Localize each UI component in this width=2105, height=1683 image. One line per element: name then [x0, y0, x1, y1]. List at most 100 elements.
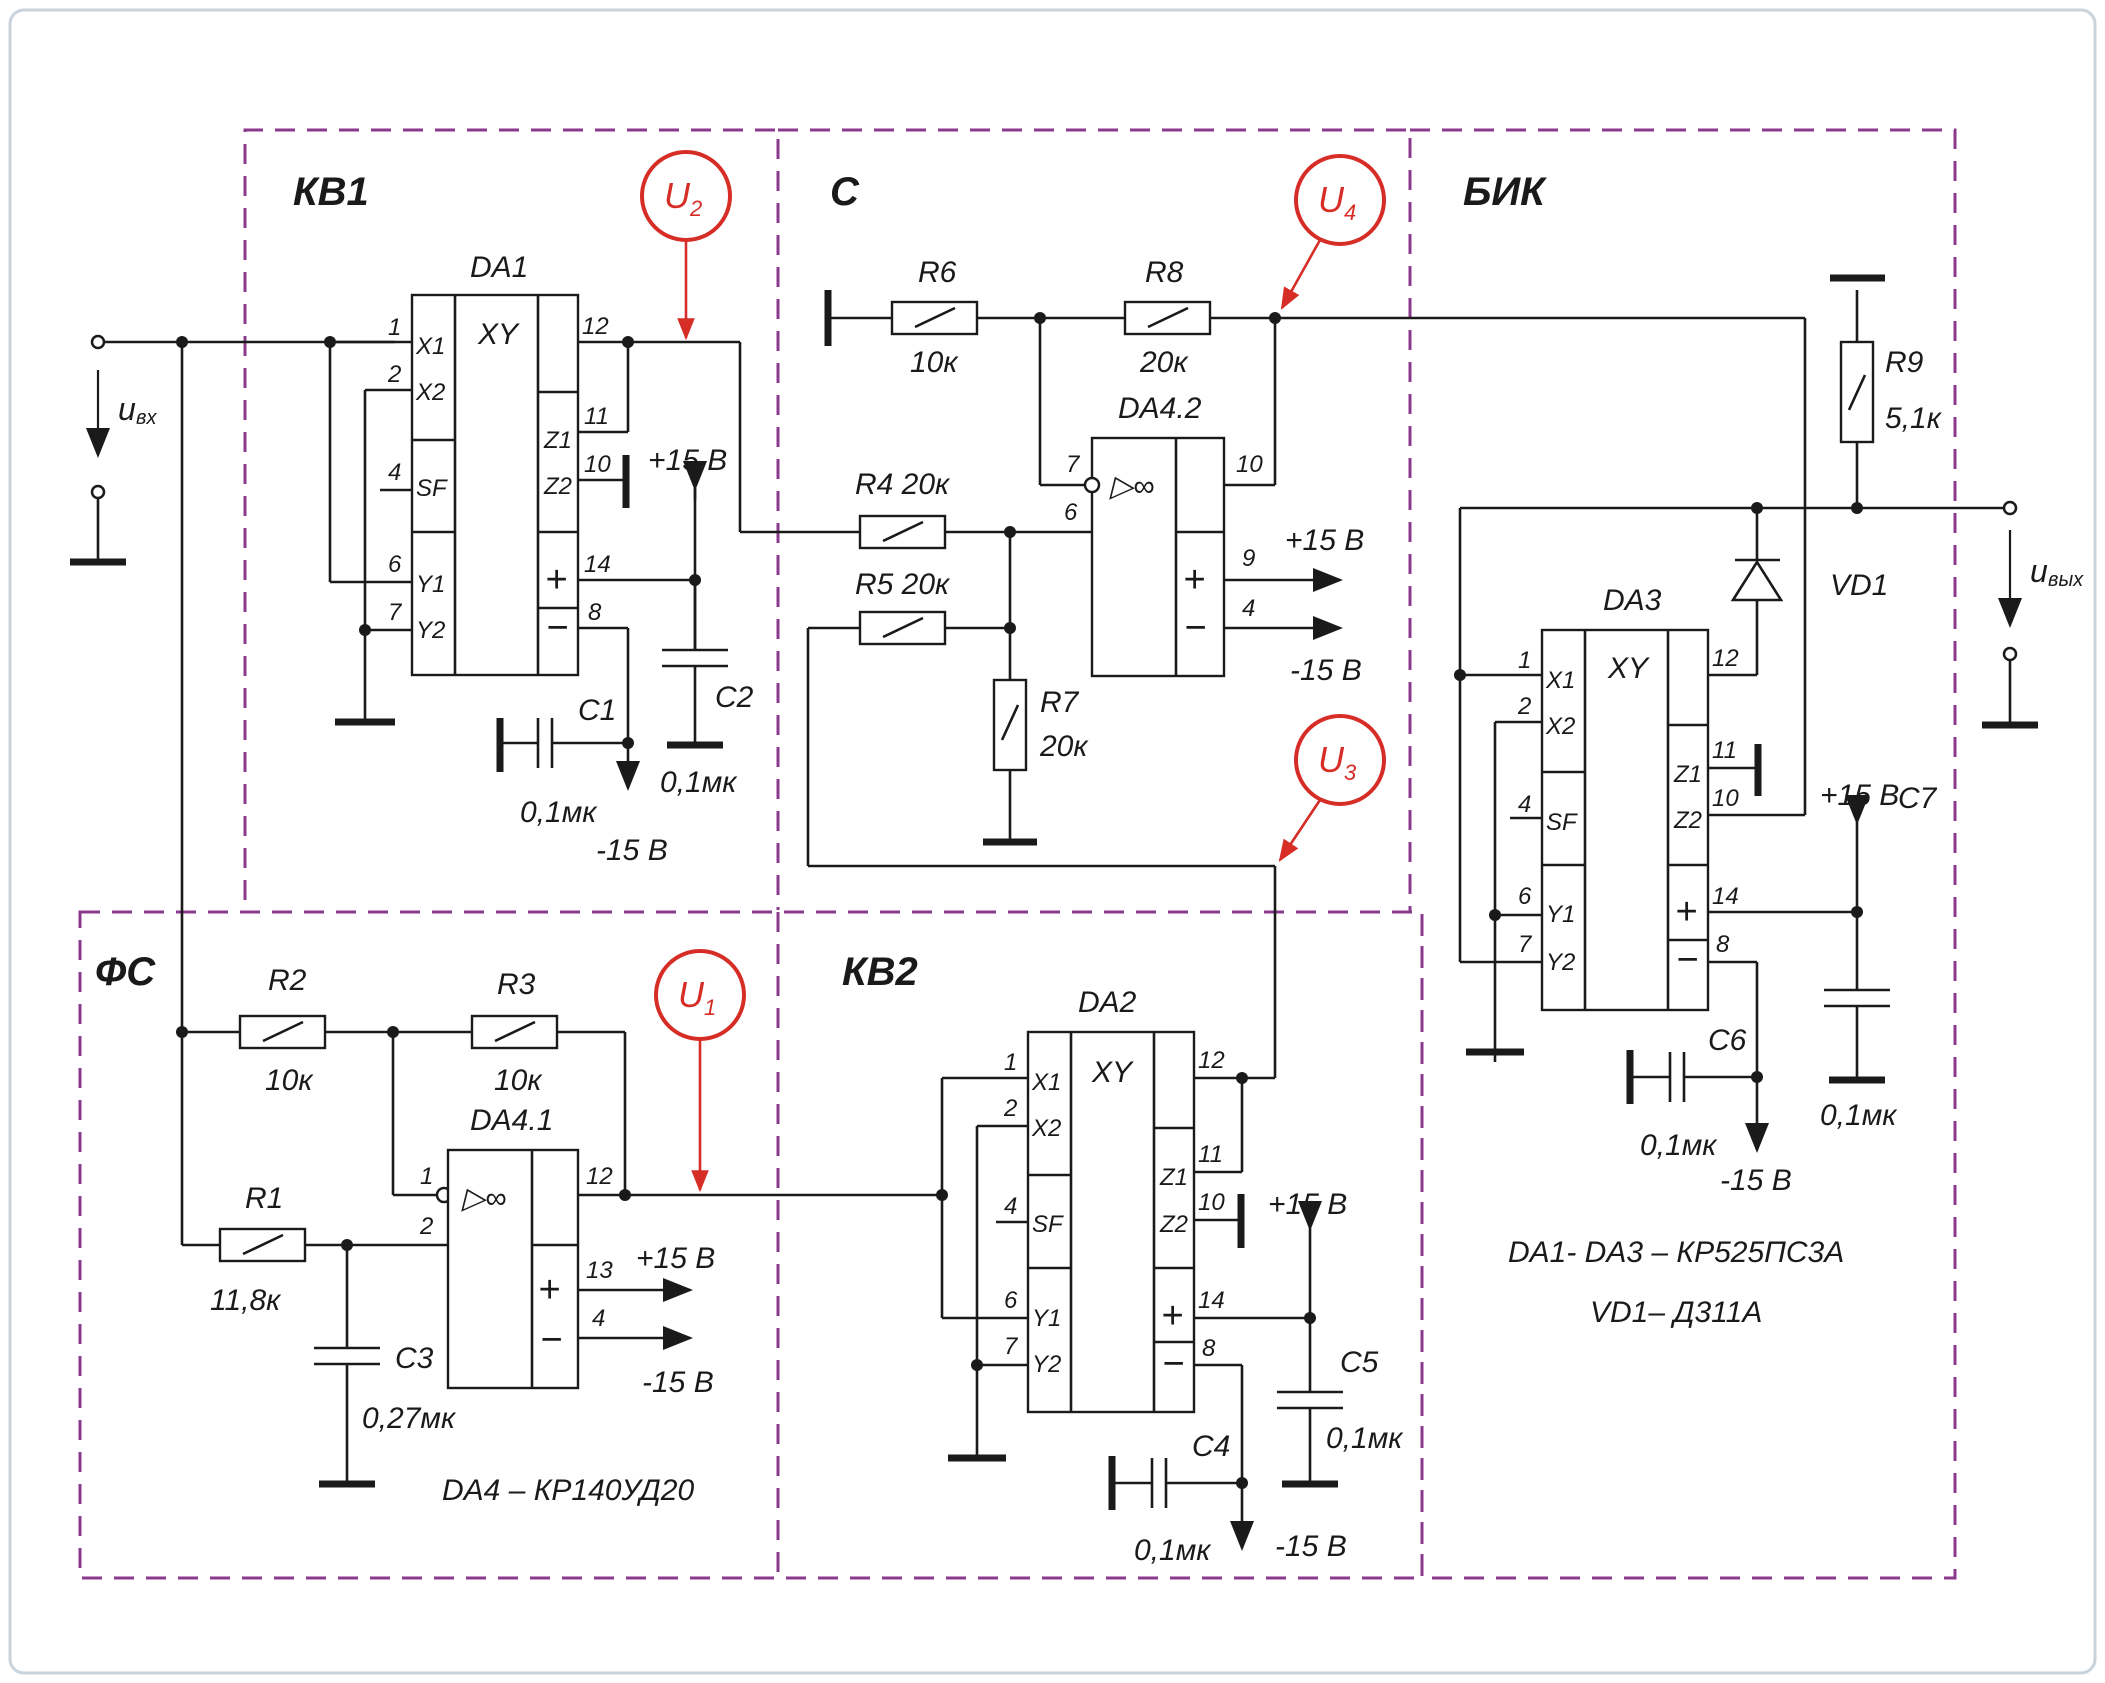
block-s-border — [778, 128, 1412, 912]
da3-pin-num-12: 12 — [1712, 645, 1739, 672]
block-label-kv2: КВ2 — [842, 950, 918, 994]
output-port: u вых — [1982, 530, 2084, 729]
da2-pin-y2: Y2 — [1032, 1351, 1061, 1378]
da41-pin-num-13: 13 — [586, 1257, 613, 1284]
block-fs-kv2-border — [78, 910, 1424, 1580]
da1-pin-num-1: 1 — [388, 314, 401, 341]
da3-pin-y2: Y2 — [1546, 949, 1575, 976]
da2-wiring — [936, 1072, 1343, 1551]
da1-pin-num-14: 14 — [584, 551, 611, 578]
r9-value: 5,1к — [1885, 402, 1943, 435]
c7-value: 0,1мк — [1820, 1099, 1898, 1132]
da41-label: DA4.1 — [470, 1104, 553, 1137]
chip-da1: X1 X2 SF Y1 Y2 Z1 Z2 XY + − — [410, 293, 580, 677]
probe-u2-sub: 2 — [689, 196, 702, 221]
chip-da41: ▷∞ + − — [446, 1148, 580, 1390]
da3-plus: + — [1675, 891, 1697, 933]
note-da1-da3: DA1- DA3 – КР525ПС3А — [1508, 1236, 1844, 1269]
block-bik-border — [1410, 128, 1957, 1580]
da1-pin-num-7: 7 — [388, 599, 403, 626]
da2-pin-num-1: 1 — [1004, 1049, 1017, 1076]
da41-neg-supply: -15 В — [642, 1366, 714, 1399]
da2-pin-x1: X1 — [1031, 1069, 1061, 1096]
chip-da2: X1 X2 SF Y1 Y2 Z1 Z2 XY + − — [1026, 1030, 1196, 1414]
da1-wiring — [176, 336, 740, 791]
da2-pin-num-12: 12 — [1198, 1047, 1225, 1074]
r1-label: R1 — [245, 1182, 283, 1215]
da2-pin-num-8: 8 — [1202, 1335, 1216, 1362]
da42-pin-num-4: 4 — [1242, 595, 1255, 622]
da42-wiring — [738, 290, 1805, 1078]
c7-label: C7 — [1898, 782, 1938, 815]
da2-minus: − — [1162, 1343, 1184, 1385]
da1-minus: − — [546, 607, 568, 649]
r8-label: R8 — [1145, 256, 1184, 289]
da1-xy: XY — [477, 318, 520, 351]
r6-label: R6 — [918, 256, 957, 289]
da3-pin-num-14: 14 — [1712, 883, 1739, 910]
block-borders — [78, 128, 1957, 1580]
fs-wiring — [176, 342, 942, 1488]
r8-value: 20к — [1139, 346, 1189, 379]
da1-pin-num-2: 2 — [387, 361, 401, 388]
c3-label: C3 — [395, 1342, 434, 1375]
c1-value: 0,1мк — [520, 796, 598, 829]
da2-xy: XY — [1091, 1056, 1134, 1089]
probe-u3 — [1278, 714, 1386, 862]
r1-value: 11,8к — [210, 1284, 282, 1317]
da3-pin-z2: Z2 — [1673, 807, 1702, 834]
da3-pin-num-11: 11 — [1712, 737, 1737, 764]
input-label: u — [118, 391, 136, 427]
c1-label: C1 — [578, 694, 616, 727]
da3-pin-num-10: 10 — [1712, 785, 1739, 812]
da1-pin-num-6: 6 — [388, 551, 402, 578]
da1-pin-z1: Z1 — [543, 427, 572, 454]
da3-pin-num-6: 6 — [1518, 883, 1532, 910]
da3-pin-num-7: 7 — [1518, 931, 1533, 958]
c4-label: C4 — [1192, 1430, 1230, 1463]
c5-value: 0,1мк — [1326, 1422, 1404, 1455]
da2-pos-supply: +15 В — [1268, 1188, 1347, 1221]
da41-minus: − — [540, 1319, 562, 1361]
da1-pin-x1: X1 — [415, 333, 445, 360]
da3-label: DA3 — [1603, 584, 1662, 617]
chip-da3: X1 X2 SF Y1 Y2 Z1 Z2 XY + − — [1540, 628, 1710, 1012]
capacitor-c1 — [496, 718, 628, 772]
output-label-sub: вых — [2048, 569, 2084, 591]
da3-pin-num-4: 4 — [1518, 791, 1531, 818]
da41-pin-num-4: 4 — [592, 1305, 605, 1332]
da3-pin-sf: SF — [1546, 809, 1578, 836]
probe-u2 — [640, 150, 732, 341]
da1-pin-num-8: 8 — [588, 599, 602, 626]
r4-label: R4 20к — [855, 468, 951, 501]
probe-u1 — [654, 949, 746, 1193]
da3-pin-z1: Z1 — [1673, 761, 1702, 788]
c6-value: 0,1мк — [1640, 1129, 1718, 1162]
da42-minus: − — [1184, 607, 1206, 649]
note-da4: DA4 – КР140УД20 — [442, 1474, 694, 1507]
chip-da42: ▷∞ + − — [1090, 436, 1226, 678]
probe-u1-label: U — [678, 974, 705, 1015]
da1-pin-sf: SF — [416, 475, 448, 502]
r7-label: R7 — [1040, 686, 1080, 719]
note-vd1: VD1– Д311А — [1590, 1296, 1762, 1329]
da2-pin-sf: SF — [1032, 1211, 1064, 1238]
da3-pin-x2: X2 — [1545, 713, 1575, 740]
da1-pin-num-4: 4 — [388, 459, 401, 486]
da42-neg-supply: -15 В — [1290, 654, 1362, 687]
c5-label: C5 — [1340, 1346, 1379, 1379]
r2-label: R2 — [268, 964, 307, 997]
da2-label: DA2 — [1078, 986, 1137, 1019]
da2-pin-num-10: 10 — [1198, 1189, 1225, 1216]
probe-u1-sub: 1 — [704, 995, 716, 1020]
da2-pin-z2: Z2 — [1159, 1211, 1188, 1238]
block-label-s: С — [830, 170, 860, 214]
probe-u3-label: U — [1318, 739, 1345, 780]
da2-pin-num-11: 11 — [1198, 1141, 1223, 1168]
da1-pin-x2: X2 — [415, 379, 445, 406]
da42-pos-supply: +15 В — [1285, 524, 1364, 557]
diode-vd1 — [1730, 558, 1784, 602]
c2-value: 0,1мк — [660, 766, 738, 799]
probe-u4 — [1280, 154, 1386, 310]
